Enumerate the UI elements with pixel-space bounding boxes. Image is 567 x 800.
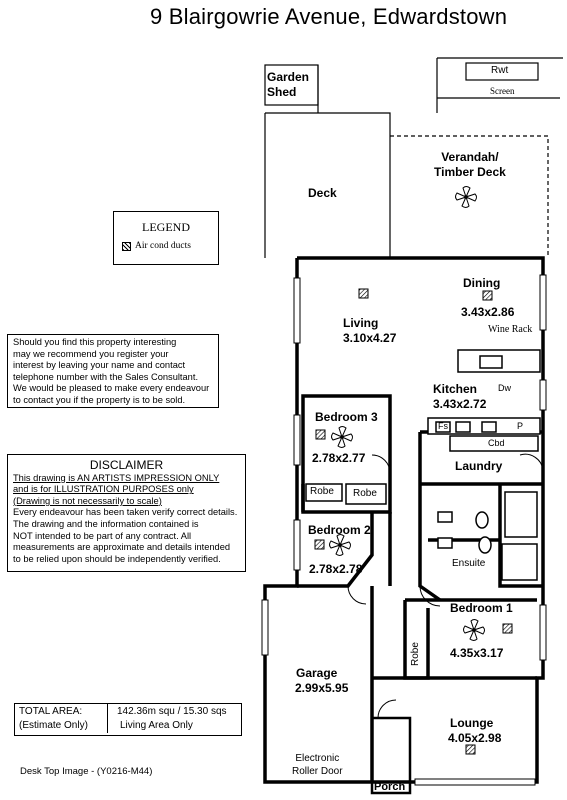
disclaimer-line: and is for ILLUSTRATION PURPOSES only bbox=[13, 484, 194, 495]
living-size: 3.10x4.27 bbox=[343, 331, 397, 345]
bedroom2-label: Bedroom 2 bbox=[308, 523, 371, 537]
disclaimer-line: to be relied upon should be independentl… bbox=[13, 553, 221, 564]
windows bbox=[261, 274, 547, 786]
total-area-scope: Living Area Only bbox=[120, 720, 193, 731]
page-title: 9 Blairgowrie Avenue, Edwardstown bbox=[150, 4, 508, 29]
rwt-tank bbox=[465, 62, 539, 81]
kitchen-size: 3.43x2.72 bbox=[433, 397, 487, 411]
total-area-divider bbox=[107, 704, 108, 733]
verandah-outline bbox=[390, 135, 549, 258]
robe-3-box bbox=[305, 483, 343, 502]
verandah-label: Verandah/ Timber Deck bbox=[434, 150, 506, 179]
garage-size: 2.99x5.95 bbox=[295, 681, 349, 695]
rwt-label: Rwt bbox=[491, 65, 509, 76]
disclaimer-line: Every endeavour has been taken verify co… bbox=[13, 507, 238, 518]
bedroom2-size: 2.78x2.78 bbox=[309, 562, 363, 576]
robe-2-box bbox=[345, 483, 387, 505]
bedroom1-size: 4.35x3.17 bbox=[450, 646, 504, 660]
porch-outline bbox=[370, 716, 412, 795]
pantry-label: P bbox=[517, 421, 524, 431]
deck-label: Deck bbox=[308, 186, 337, 200]
robe-bedroom3-label: Robe bbox=[310, 486, 334, 497]
contact-line: interest by leaving your name and contac… bbox=[13, 360, 186, 371]
sink bbox=[479, 355, 503, 369]
dining-size: 3.43x2.86 bbox=[461, 305, 515, 319]
bedroom1-label: Bedroom 1 bbox=[450, 601, 513, 615]
total-area-label: TOTAL AREA: bbox=[19, 706, 83, 717]
screen-label: Screen bbox=[490, 86, 515, 96]
contact-line: to contact you if the property is to be … bbox=[13, 394, 186, 405]
living-label: Living bbox=[343, 316, 379, 330]
doors bbox=[347, 453, 544, 719]
roller-door-label: Electronic Roller Door bbox=[292, 753, 343, 777]
air-duct-icon bbox=[122, 241, 131, 251]
garage-label: Garage bbox=[296, 666, 338, 680]
cupboard-label: Cbd bbox=[488, 438, 505, 448]
wine-rack-label: Wine Rack bbox=[488, 324, 533, 335]
disclaimer-title: DISCLAIMER bbox=[89, 458, 164, 472]
disclaimer-line: NOT intended to be part of any contract.… bbox=[13, 530, 192, 541]
robe-bedroom1-label: Robe bbox=[410, 642, 421, 666]
contact-line: telephone number with the Sales Consulta… bbox=[13, 371, 199, 382]
laundry-label: Laundry bbox=[455, 459, 503, 473]
robe-bedroom2-label: Robe bbox=[353, 488, 377, 499]
disclaimer: DISCLAIMER This drawing is AN ARTISTS IM… bbox=[7, 454, 246, 572]
legend-item: Air cond ducts bbox=[122, 241, 218, 251]
ensuite-label: Ensuite bbox=[452, 558, 486, 569]
disclaimer-line: measurements are approximate and details… bbox=[13, 542, 231, 553]
lounge-label: Lounge bbox=[450, 716, 494, 730]
bedroom3-size: 2.78x2.77 bbox=[312, 451, 366, 465]
total-area-note: (Estimate Only) bbox=[19, 720, 88, 731]
disclaimer-line: (Drawing is not necessarily to scale) bbox=[13, 495, 162, 506]
porch-label: Porch bbox=[374, 781, 406, 793]
bath bbox=[504, 491, 538, 538]
dishwasher-label: Dw bbox=[498, 383, 511, 393]
total-area-value: 142.36m squ / 15.30 sqs bbox=[117, 706, 227, 717]
lounge-size: 4.05x2.98 bbox=[448, 731, 502, 745]
total-area: TOTAL AREA: (Estimate Only) 142.36m squ … bbox=[14, 703, 242, 736]
contact-line: We would be pleased to make every endeav… bbox=[13, 383, 210, 394]
air-duct-markers bbox=[314, 288, 513, 755]
legend-item-label: Air cond ducts bbox=[135, 241, 191, 251]
disclaimer-line: The drawing and the information containe… bbox=[13, 518, 199, 529]
contact-line: Should you find this property interestin… bbox=[13, 337, 177, 347]
fridge-label: Fs bbox=[438, 421, 448, 431]
footer-reference: Desk Top Image - (Y0216-M44) bbox=[20, 766, 153, 777]
kitchen-label: Kitchen bbox=[433, 382, 478, 396]
deck-outline bbox=[264, 112, 391, 258]
legend: LEGEND Air cond ducts bbox=[113, 211, 219, 265]
contact-note: Should you find this property interestin… bbox=[7, 334, 219, 408]
bedroom3-label: Bedroom 3 bbox=[315, 410, 378, 424]
outdoor-areas bbox=[264, 57, 563, 258]
shower bbox=[501, 543, 538, 581]
contact-line: may we recommend you register your bbox=[13, 348, 169, 359]
dining-label: Dining bbox=[463, 276, 501, 290]
legend-title: LEGEND bbox=[142, 220, 190, 234]
house-walls bbox=[263, 256, 545, 784]
disclaimer-line: This drawing is AN ARTISTS IMPRESSION ON… bbox=[13, 472, 220, 483]
garden-shed-label: Garden Shed bbox=[267, 70, 310, 99]
cabinet bbox=[449, 435, 539, 452]
